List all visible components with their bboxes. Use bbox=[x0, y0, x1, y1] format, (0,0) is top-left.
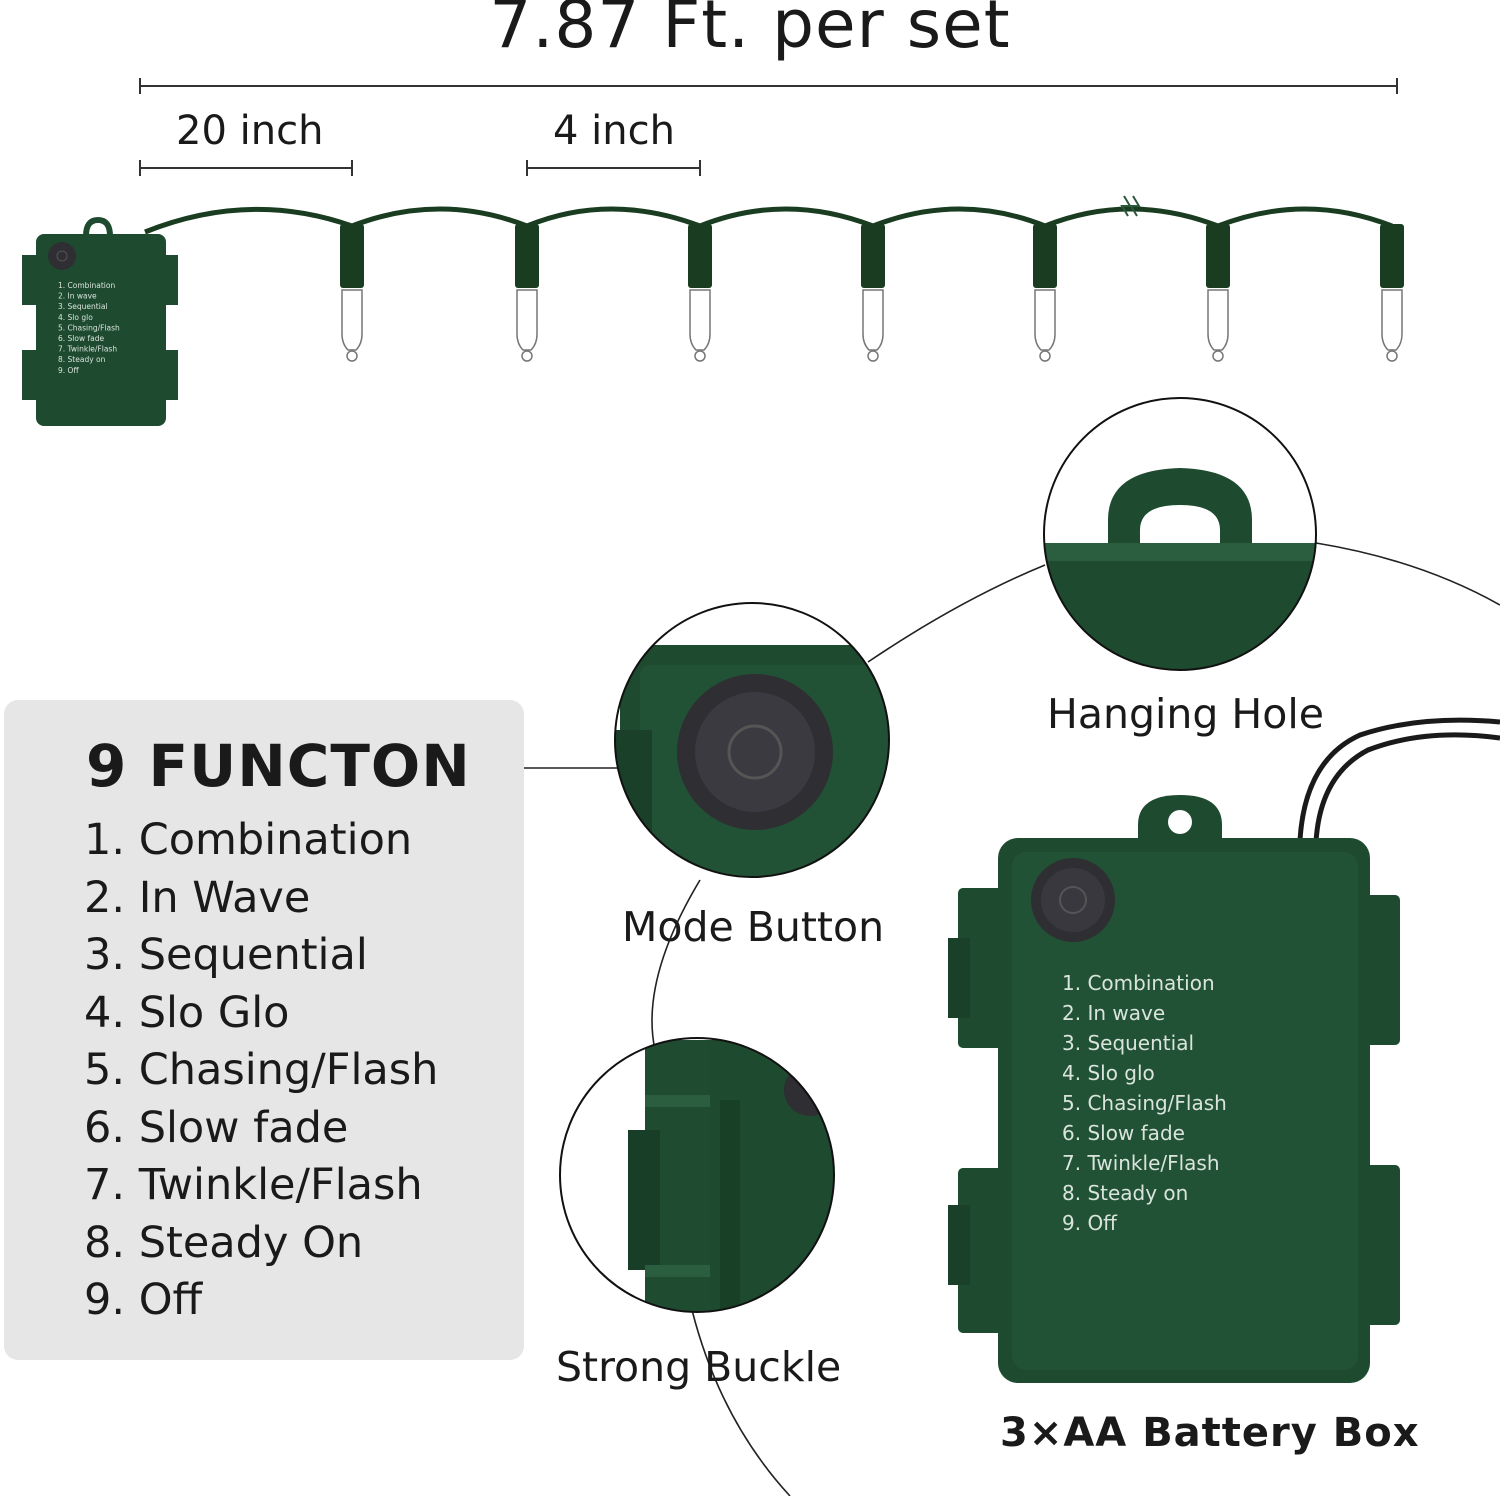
box-function-item: 2. In wave bbox=[1062, 1001, 1165, 1025]
bulb bbox=[515, 224, 539, 362]
lead-gap-label: 4 inch bbox=[553, 108, 675, 154]
box-function-item: 6. Slow fade bbox=[58, 334, 104, 343]
box-function-item: 8. Steady on bbox=[1062, 1181, 1188, 1205]
function-item: 7. Twinkle/Flash bbox=[84, 1160, 423, 1210]
function-title: 9 FUNCTON bbox=[86, 732, 471, 800]
box-function-item: 5. Chasing/Flash bbox=[1062, 1091, 1227, 1115]
box-function-item: 2. In wave bbox=[58, 292, 97, 301]
box-function-item: 7. Twinkle/Flash bbox=[58, 345, 117, 354]
lead-gap-dimension-line bbox=[526, 160, 701, 176]
box-function-item: 1. Combination bbox=[58, 281, 115, 290]
total-length-dimension-line bbox=[139, 78, 1398, 94]
hanging-hole-zoom bbox=[1043, 397, 1317, 671]
bulb bbox=[1380, 224, 1404, 362]
bulb-spacing-dimension-line bbox=[139, 160, 353, 176]
box-function-item: 1. Combination bbox=[1062, 971, 1215, 995]
light-string-wire bbox=[144, 206, 1393, 235]
box-function-item: 7. Twinkle/Flash bbox=[1062, 1151, 1220, 1175]
large-box-function-list: 1. Combination 2. In wave 3. Sequential 4. … bbox=[1062, 971, 1227, 1235]
box-function-item: 4. Slo glo bbox=[1062, 1061, 1155, 1085]
box-function-item: 3. Sequential bbox=[58, 302, 108, 311]
function-list: 1. Combination 2. In Wave 3. Sequential … bbox=[84, 812, 438, 1330]
bulb bbox=[1033, 224, 1057, 362]
function-item: 6. Slow fade bbox=[84, 1102, 349, 1153]
function-item: 4. Slo Glo bbox=[84, 987, 290, 1038]
box-function-item: 5. Chasing/Flash bbox=[58, 323, 120, 332]
box-function-item: 9. Off bbox=[1062, 1211, 1118, 1235]
large-battery-box bbox=[948, 717, 1500, 1383]
function-item: 9. Off bbox=[84, 1275, 203, 1325]
bulb bbox=[340, 224, 364, 362]
wire-break-icon bbox=[1120, 195, 1141, 217]
strong-buckle-caption: Strong Buckle bbox=[556, 1343, 842, 1391]
box-function-item: 9. Off bbox=[58, 366, 79, 375]
function-item: 5. Chasing/Flash bbox=[84, 1045, 439, 1095]
box-function-item: 4. Slo glo bbox=[58, 313, 93, 322]
bulb-spacing-label: 20 inch bbox=[176, 108, 324, 154]
function-panel bbox=[4, 700, 524, 1360]
mode-button-caption: Mode Button bbox=[622, 903, 885, 951]
function-item: 2. In Wave bbox=[84, 872, 311, 923]
strong-buckle-zoom bbox=[559, 1037, 835, 1313]
bulb-row bbox=[340, 224, 1404, 362]
hanging-hole-caption: Hanging Hole bbox=[1047, 690, 1324, 738]
box-function-item: 3. Sequential bbox=[1062, 1031, 1194, 1055]
callout-connector-lines bbox=[458, 542, 1500, 1496]
bulb bbox=[688, 224, 712, 362]
total-length-title: 7.87 Ft. per set bbox=[489, 0, 1011, 63]
function-item: 1. Combination bbox=[84, 815, 413, 865]
bulb bbox=[861, 224, 885, 362]
box-function-item: 8. Steady on bbox=[58, 355, 106, 364]
mode-button-zoom bbox=[614, 602, 890, 878]
function-item: 3. Sequential bbox=[84, 930, 368, 980]
box-function-item: 6. Slow fade bbox=[1062, 1121, 1185, 1145]
function-item: 8. Steady On bbox=[84, 1217, 364, 1268]
small-battery-box bbox=[22, 216, 178, 426]
bulb bbox=[1206, 224, 1230, 362]
battery-box-caption: 3×AA Battery Box bbox=[1000, 1410, 1420, 1456]
